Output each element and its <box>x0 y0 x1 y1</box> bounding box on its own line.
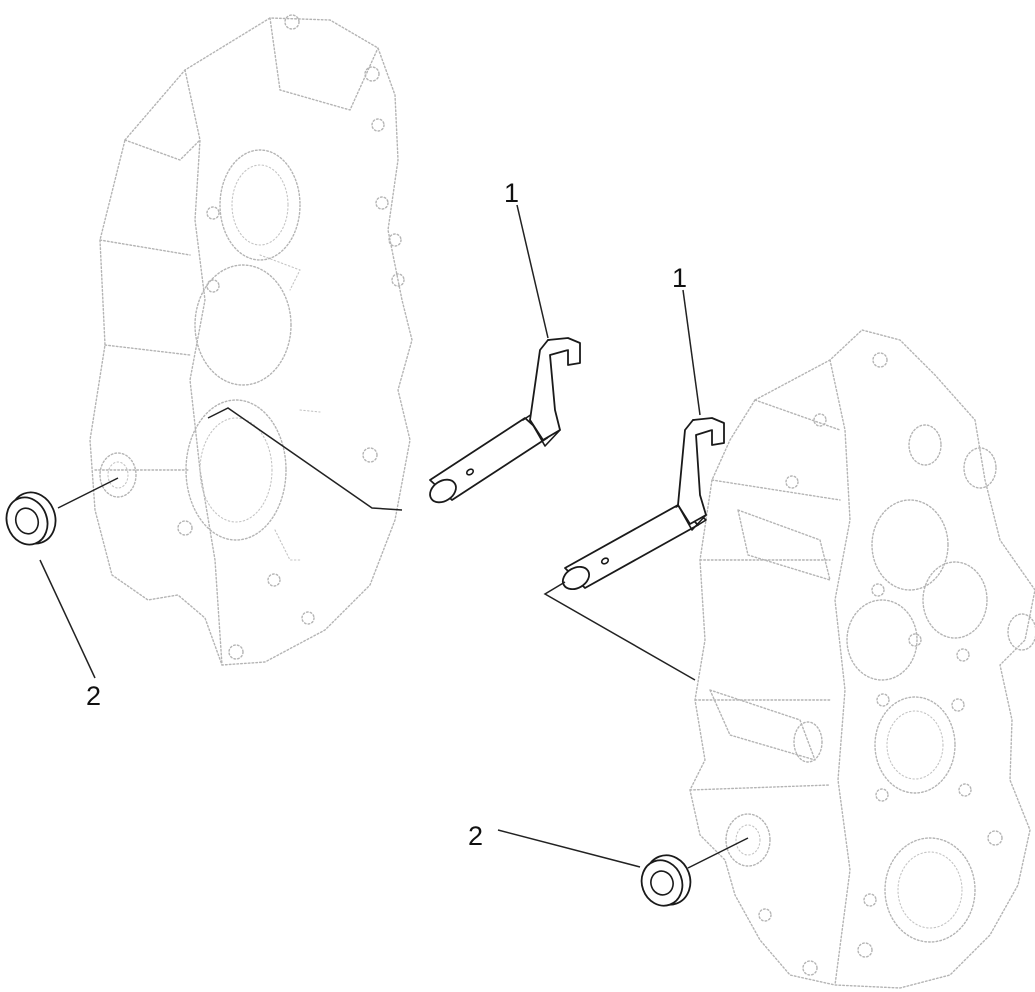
left-housing <box>89 14 413 666</box>
leader-fork-upper <box>516 204 549 339</box>
shift-fork-lower <box>561 417 725 591</box>
callout-fork-upper: 1 <box>504 178 519 208</box>
assembly-line-seal-left <box>57 477 119 509</box>
assembly-line-seal-right <box>687 837 749 869</box>
shift-fork-upper <box>429 337 581 504</box>
leader-seal-left <box>39 559 96 679</box>
assembly-line-upper <box>207 407 403 511</box>
assembly-line-lower <box>543 581 696 681</box>
leader-seal-right <box>497 829 641 868</box>
callout-labels: 1 1 2 2 <box>86 178 687 851</box>
seal-right <box>640 854 692 907</box>
callout-seal-right: 2 <box>468 821 483 851</box>
right-housing <box>689 329 1035 989</box>
callout-seal-left: 2 <box>86 681 101 711</box>
seal-left <box>5 491 57 546</box>
leader-lines <box>39 204 749 869</box>
callout-fork-lower: 1 <box>672 263 687 293</box>
leader-fork-lower <box>682 289 701 416</box>
